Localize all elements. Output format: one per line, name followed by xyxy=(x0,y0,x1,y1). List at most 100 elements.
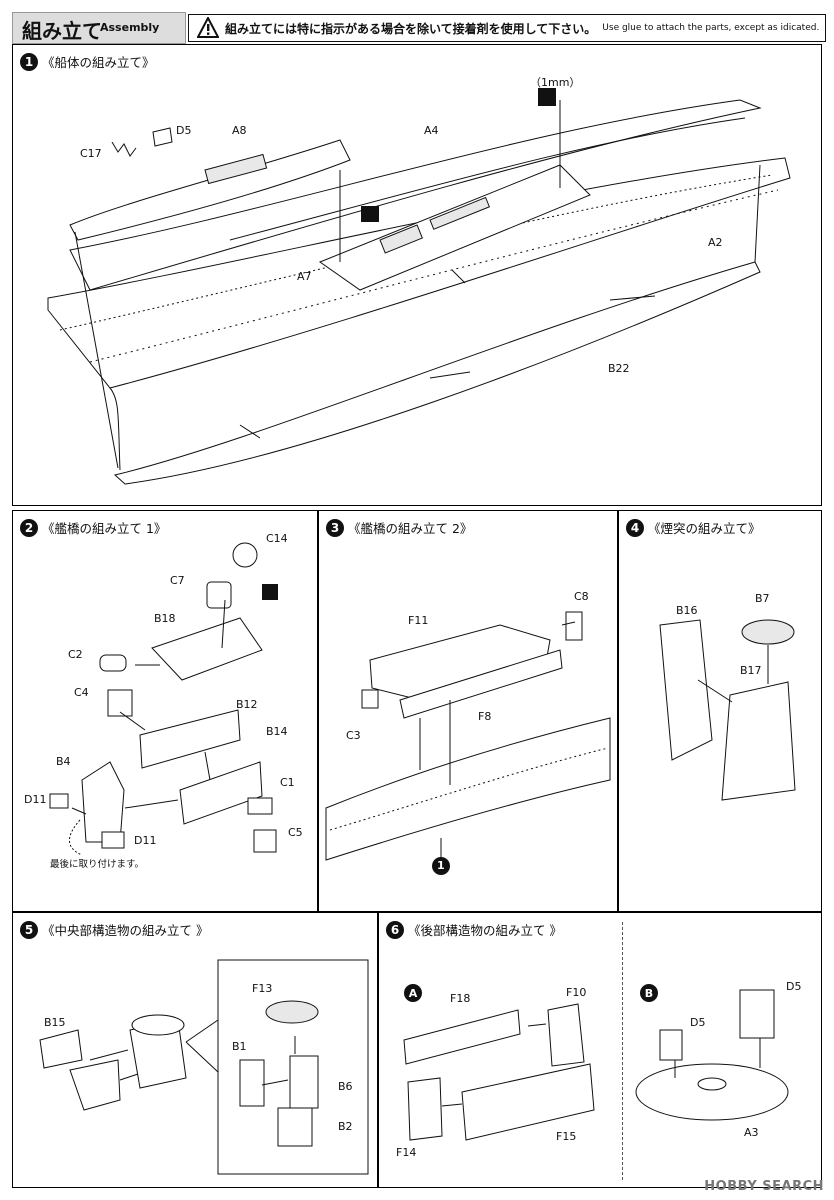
glue-warning: 組み立てには特に指示がある場合を除いて接着剤を使用して下さい。 Use glue… xyxy=(188,14,826,42)
b15-base xyxy=(69,1059,121,1111)
label-b14: B14 xyxy=(266,725,288,738)
label-f14: F14 xyxy=(396,1146,417,1159)
label-f11: F11 xyxy=(408,614,429,627)
f15-part xyxy=(461,1063,595,1141)
step4-number: 4 xyxy=(626,518,644,537)
step1-header: 1 《船体の組み立て》 xyxy=(20,52,155,71)
d5-part-left xyxy=(659,1029,683,1061)
step5-header: 5 《中央部構造物の組み立て 》 xyxy=(20,920,208,939)
step3-title: 《艦橋の組み立て 2》 xyxy=(348,521,473,536)
step6-title: 《後部構造物の組み立て 》 xyxy=(408,923,562,938)
label-a8: A8 xyxy=(232,124,247,137)
label-c1: C1 xyxy=(280,776,295,789)
label-c8: C8 xyxy=(574,590,589,603)
b2-part xyxy=(277,1107,313,1147)
label-b4: B4 xyxy=(56,755,71,768)
label-b12: B12 xyxy=(236,698,258,711)
step3-panel xyxy=(318,510,618,912)
warning-text-en: Use glue to attach the parts, except as … xyxy=(602,23,820,33)
c8-part xyxy=(565,611,583,641)
step5-title: 《中央部構造物の組み立て 》 xyxy=(42,923,209,938)
label-d5-right: D5 xyxy=(786,980,802,993)
label-mm: （1mm） xyxy=(530,76,581,89)
label-a7: A7 xyxy=(297,270,312,283)
step2-header: 2 《艦橋の組み立て 1》 xyxy=(20,518,166,537)
b15-part xyxy=(39,1029,83,1069)
label-d11-bottom: D11 xyxy=(134,834,157,847)
a2-main-hull xyxy=(47,157,791,389)
b16-funnel-half xyxy=(659,619,713,761)
step2-title: 《艦橋の組み立て 1》 xyxy=(42,521,167,536)
step1-title: 《船体の組み立て》 xyxy=(42,55,155,70)
step1-reference: 1 xyxy=(437,859,445,872)
c4-part xyxy=(107,689,133,717)
b18-part xyxy=(151,617,263,681)
label-c7: C7 xyxy=(170,574,185,587)
c14-part xyxy=(232,542,258,568)
c17-part xyxy=(111,141,137,157)
step1-number: 1 xyxy=(20,52,38,71)
label-b15: B15 xyxy=(44,1016,66,1029)
f18-part xyxy=(403,1009,521,1065)
label-b22: B22 xyxy=(608,362,630,375)
warning-text-jp: 組み立てには特に指示がある場合を除いて接着剤を使用して下さい。 xyxy=(225,21,597,36)
label-f10: F10 xyxy=(566,986,587,999)
warning-icon xyxy=(197,17,219,38)
label-d5: D5 xyxy=(176,124,192,137)
step6-header: 6 《後部構造物の組み立て 》 xyxy=(386,920,562,939)
step2-number: 2 xyxy=(20,518,38,537)
step3-header: 3 《艦橋の組み立て 2》 xyxy=(326,518,472,537)
step1-panel xyxy=(12,44,822,506)
label-c2: C2 xyxy=(68,648,83,661)
step6-number: 6 xyxy=(386,920,404,939)
a3-base xyxy=(635,1063,789,1121)
label-f8: F8 xyxy=(478,710,492,723)
header-subtitle: Assembly xyxy=(100,21,160,34)
label-b6: B6 xyxy=(338,1080,353,1093)
f13-part xyxy=(265,1000,319,1024)
label-d11-left: D11 xyxy=(24,793,47,806)
c1-part xyxy=(247,797,273,815)
attach-last-note: 最後に取り付けます。 xyxy=(50,859,145,870)
b4-part xyxy=(81,761,125,843)
a8-forward-deck xyxy=(69,139,351,241)
b1-part xyxy=(239,1059,265,1107)
watermark: HOBBY SEARCH xyxy=(704,1179,824,1194)
b22-lower-hull xyxy=(113,261,761,485)
a7-bridge-deck xyxy=(318,164,591,291)
c2-part xyxy=(99,654,127,672)
b12-part xyxy=(139,709,241,769)
label-a2: A2 xyxy=(708,236,723,249)
c5-part xyxy=(253,829,277,853)
b17-funnel-half xyxy=(721,681,796,801)
c3-part xyxy=(361,689,379,709)
b6-part xyxy=(289,1055,319,1109)
label-c17: C17 xyxy=(80,147,102,160)
hull-section xyxy=(325,717,611,861)
step6-divider xyxy=(622,922,623,1180)
label-b17: B17 xyxy=(740,664,762,677)
step4-panel xyxy=(618,510,822,912)
f8-bridge-rail xyxy=(399,649,563,719)
step2-panel xyxy=(12,510,318,912)
label-a4: A4 xyxy=(424,124,439,137)
d5-part-right xyxy=(739,989,775,1039)
label-d5-left: D5 xyxy=(690,1016,706,1029)
label-a3: A3 xyxy=(744,1126,759,1139)
step3-number: 3 xyxy=(326,518,344,537)
label-f13: F13 xyxy=(252,982,273,995)
label-f15: F15 xyxy=(556,1130,577,1143)
label-f18: F18 xyxy=(450,992,471,1005)
step4-title: 《煙突の組み立て》 xyxy=(648,521,761,536)
step4-header: 4 《煙突の組み立て》 xyxy=(626,518,761,537)
label-b16: B16 xyxy=(676,604,698,617)
header-title: 組み立て xyxy=(22,19,102,43)
label-b1: B1 xyxy=(232,1040,247,1053)
label-c4: C4 xyxy=(74,686,89,699)
header-title-block xyxy=(12,12,186,44)
